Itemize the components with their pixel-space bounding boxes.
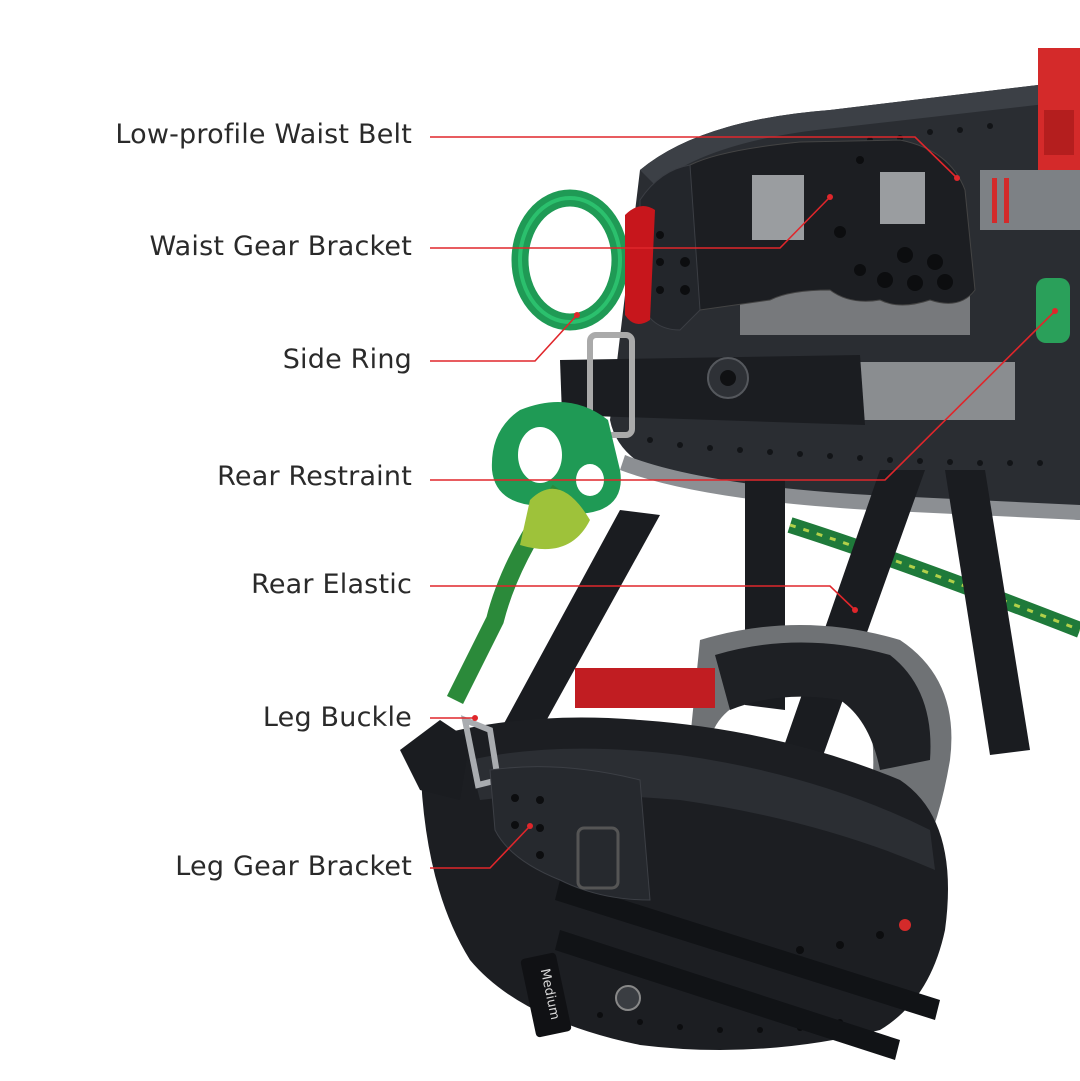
leg-gear-bracket — [489, 766, 651, 901]
leader-lines — [430, 136, 1056, 869]
callout-label-waist-gear-bracket: Waist Gear Bracket — [149, 231, 412, 262]
leader-dots — [472, 175, 1058, 829]
callout-label-waist-belt: Low-profile Waist Belt — [115, 119, 412, 150]
size-tag: Medium — [520, 952, 572, 1038]
descender — [446, 402, 1080, 705]
leader-line-side-ring — [430, 314, 578, 362]
leader-line-rear-elastic — [430, 585, 856, 611]
callout-label-rear-restraint: Rear Restraint — [217, 461, 412, 492]
waist-gear-bracket — [639, 139, 976, 331]
callout-label-leg-buckle: Leg Buckle — [262, 702, 412, 733]
leg-loop — [420, 625, 952, 1060]
callout-label-side-ring: Side Ring — [282, 344, 412, 375]
leader-line-rear-restraint — [430, 310, 1056, 481]
callout-label-rear-elastic: Rear Elastic — [251, 569, 412, 600]
callout-label-leg-gear-bracket: Leg Gear Bracket — [175, 851, 412, 882]
leader-line-waist-gear-bracket — [430, 196, 831, 249]
leader-line-waist-belt — [430, 136, 958, 179]
leader-line-leg-gear-bracket — [430, 825, 531, 869]
side-ring — [511, 189, 655, 331]
